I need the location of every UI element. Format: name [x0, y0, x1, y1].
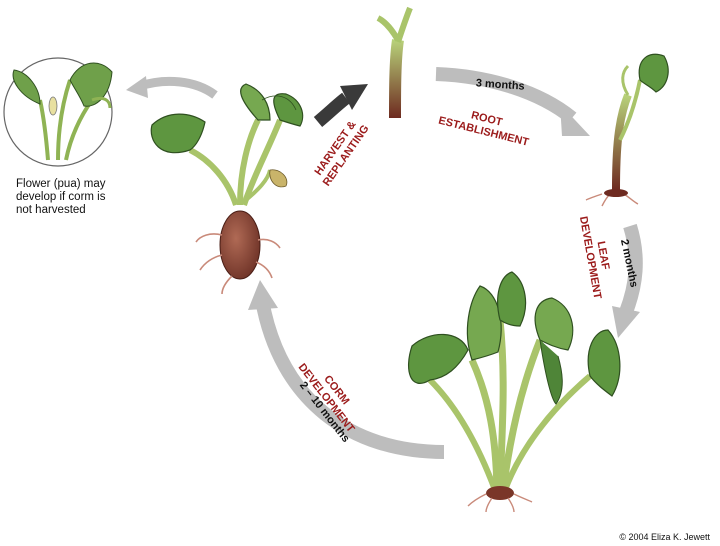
- young-plant: [585, 53, 669, 207]
- flower-caption: Flower (pua) may develop if corm is not …: [16, 178, 156, 217]
- caption-line: Flower (pua) may: [16, 178, 106, 190]
- harvest-arrow: [313, 84, 368, 127]
- arrow-to-flower-head: [126, 76, 148, 98]
- root-establishment-arrow: [435, 67, 590, 136]
- leaf-development-arrow: [612, 223, 643, 338]
- caption-line: develop if corm is: [16, 191, 106, 203]
- flower-bud-icon: [48, 96, 58, 116]
- flower-inset: [3, 57, 113, 167]
- label-leaf-line1: LEAF: [595, 240, 612, 271]
- label-leaf: LEAF DEVELOPMENT: [577, 215, 612, 300]
- root-duration: 3 months: [475, 77, 525, 92]
- label-root: ROOT ESTABLISHMENT: [437, 109, 530, 148]
- corm: [219, 210, 261, 280]
- large-mature-plant: [408, 271, 621, 513]
- planting-top-huli: [376, 6, 413, 119]
- caption-line: not harvested: [16, 204, 86, 216]
- corm-development-arrow: [248, 280, 445, 459]
- mature-plant-with-corm: [150, 83, 304, 295]
- label-harvest: HARVEST & REPLANTING: [312, 119, 371, 189]
- label-root-duration: 3 months: [475, 77, 525, 92]
- copyright-credit: © 2004 Eliza K. Jewett: [619, 532, 710, 542]
- arrow-to-flower: [138, 76, 218, 99]
